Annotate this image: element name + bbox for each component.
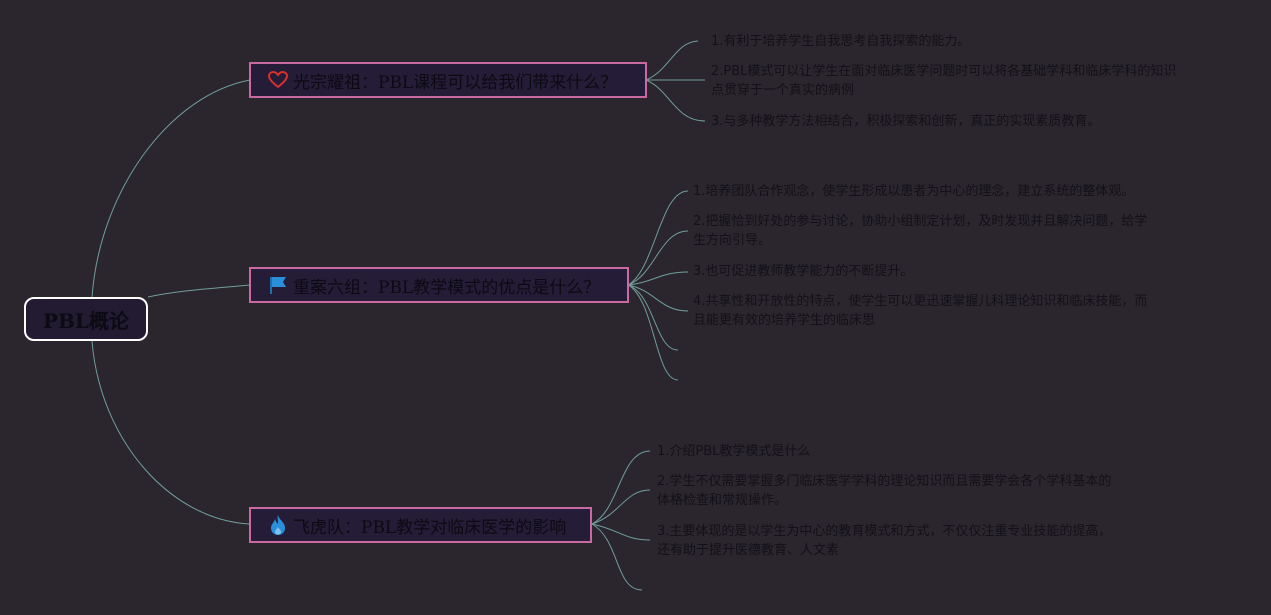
link-t2-leaf-3 — [627, 271, 689, 286]
link-root-topic-3 — [91, 340, 251, 525]
link-t3-leaf-2 — [591, 489, 651, 525]
topic-node-3[interactable]: 飞虎队：PBL教学对临床医学的影响 — [249, 507, 592, 543]
flag-icon — [267, 274, 289, 296]
link-t3-leaf-1 — [591, 450, 651, 525]
leaf-line: 还有助于提升医德教育、人文素 — [657, 543, 840, 558]
leaf-item[interactable]: 3.与多种教学方法相结合，积极探索和创新，真正的实现素质教育。 — [711, 112, 1100, 131]
leaf-line: 2.把握恰到好处的参与讨论，协助小组制定计划，及时发现并且解决问题，给学 — [693, 214, 1148, 229]
leaf-line: 体格检查和常规操作。 — [657, 493, 788, 508]
leaf-line: 1.有利于培养学生自我思考自我探索的能力。 — [711, 34, 971, 49]
leaf-item[interactable]: 3.主要体现的是以学生为中心的教育模式和方式，不仅仅注重专业技能的提高， 还有助于… — [657, 522, 1111, 560]
leaf-item[interactable]: 2.学生不仅需要掌握多门临床医学学科的理论知识而且需要学会各个学科基本的体格检查… — [657, 472, 1111, 510]
leaf-line: 1.培养团队合作观念，使学生形成以患者为中心的理念，建立系统的整体观。 — [693, 184, 1135, 199]
leaf-line: 2.学生不仅需要掌握多门临床医学学科的理论知识而且需要学会各个学科基本的 — [657, 474, 1112, 489]
topic-node-1[interactable]: 光宗耀祖：PBL课程可以给我们带来什么？ — [249, 62, 647, 98]
link-t2-leaf-6 — [627, 284, 679, 381]
leaf-item[interactable]: 1.有利于培养学生自我思考自我探索的能力。 — [711, 32, 970, 51]
link-t3-leaf-3 — [591, 523, 651, 541]
link-t2-leaf-5 — [627, 284, 679, 351]
link-t1-leaf-1 — [645, 40, 699, 81]
leaf-item[interactable]: 2.把握恰到好处的参与讨论，协助小组制定计划，及时发现并且解决问题，给学生方向引… — [693, 212, 1147, 250]
topic-label: 重案六组：PBL教学模式的优点是什么？ — [293, 277, 601, 298]
topic-node-2[interactable]: 重案六组：PBL教学模式的优点是什么？ — [249, 267, 629, 303]
link-t1-leaf-3 — [645, 79, 706, 122]
topic-label: 飞虎队：PBL教学对临床医学的影响 — [293, 517, 567, 538]
leaf-line: 2.PBL模式可以让学生在面对临床医学问题时可以将各基础学科和临床学科的知识 — [711, 64, 1177, 79]
link-t3-leaf-4 — [591, 523, 643, 591]
link-root-topic-1 — [91, 79, 251, 298]
leaf-line: 生方向引导。 — [693, 233, 772, 248]
root-node[interactable]: PBL概论 — [24, 297, 148, 341]
link-t2-leaf-1 — [627, 190, 689, 286]
leaf-item[interactable]: 4.共享性和开放性的特点，使学生可以更迅速掌握儿科理论知识和临床技能，而且能更有… — [693, 292, 1147, 330]
leaf-item[interactable]: 3.也可促进教师教学能力的不断提升。 — [693, 262, 913, 281]
leaf-line: 3.也可促进教师教学能力的不断提升。 — [693, 264, 914, 279]
leaf-item[interactable]: 1.培养团队合作观念，使学生形成以患者为中心的理念，建立系统的整体观。 — [693, 182, 1134, 201]
leaf-line: 且能更有效的培养学生的临床思 — [693, 313, 876, 328]
fire-icon — [267, 514, 289, 536]
link-t2-leaf-2 — [627, 230, 689, 286]
leaf-item[interactable]: 1.介绍PBL教学模式是什么 — [657, 442, 810, 461]
topic-label: 光宗耀祖：PBL课程可以给我们带来什么？ — [293, 72, 618, 93]
leaf-line: 1.介绍PBL教学模式是什么 — [657, 444, 811, 459]
link-t2-leaf-4 — [627, 284, 689, 312]
leaf-line: 3.与多种教学方法相结合，积极探索和创新，真正的实现素质教育。 — [711, 114, 1101, 129]
link-root-topic-2 — [147, 284, 251, 298]
leaf-item[interactable]: 2.PBL模式可以让学生在面对临床医学问题时可以将各基础学科和临床学科的知识点贯… — [711, 62, 1176, 100]
heart-icon — [267, 69, 289, 91]
leaf-line: 4.共享性和开放性的特点，使学生可以更迅速掌握儿科理论知识和临床技能，而 — [693, 294, 1148, 309]
leaf-line: 3.主要体现的是以学生为中心的教育模式和方式，不仅仅注重专业技能的提高， — [657, 524, 1112, 539]
leaf-line: 点贯穿于一个真实的病例 — [711, 83, 855, 98]
